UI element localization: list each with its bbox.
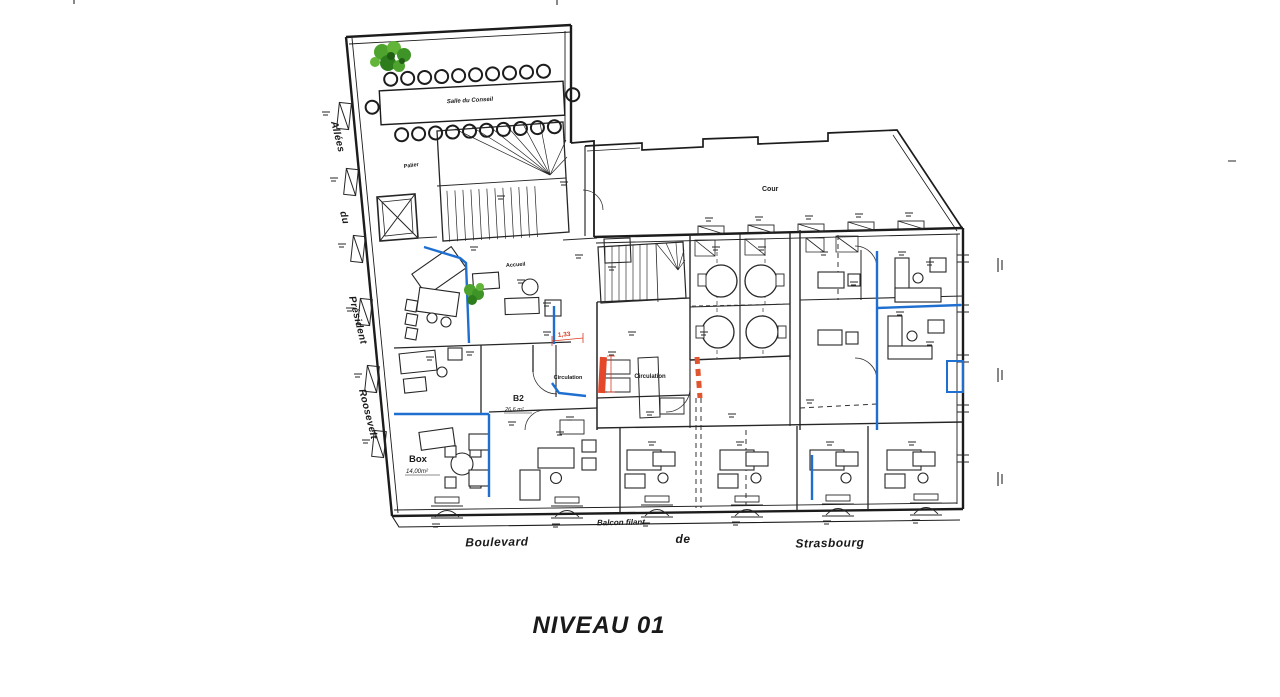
demolition-red — [551, 333, 703, 399]
office-desks — [398, 257, 947, 501]
main-staircase — [436, 121, 570, 242]
interior-walls — [393, 230, 964, 512]
plants — [370, 41, 484, 305]
room-label-salle-du-conseil: Salle du Conseil — [447, 97, 494, 105]
north-windows — [697, 220, 925, 235]
new-partitions-blue — [394, 245, 964, 500]
west-shutters — [336, 101, 387, 459]
street-du: du — [337, 210, 351, 225]
dimension-133: 1,33 — [558, 331, 572, 339]
conference-room-furniture — [364, 63, 581, 143]
street-allees: Allées — [328, 119, 347, 154]
red-door-leaf — [598, 356, 607, 394]
street-boulevard: Boulevard — [465, 534, 529, 549]
round-tables — [695, 264, 787, 349]
room-label-palier: Palier — [403, 162, 420, 170]
room-label-circulation-a: Circulation — [554, 375, 583, 381]
room-area-box: 14,00m² — [406, 469, 429, 475]
street-roosevelt: Roosevelt — [356, 388, 379, 441]
windows — [336, 101, 969, 519]
elevator-shaft — [376, 193, 419, 242]
street-de: de — [675, 532, 690, 546]
room-label-b2: B2 — [513, 393, 524, 403]
plant-icon-large — [370, 41, 411, 72]
street-strasbourg: Strasbourg — [795, 535, 864, 550]
balcon-filant-label: Balcon filant — [597, 518, 645, 528]
street-president: Président — [346, 295, 369, 346]
room-label-box: Box — [409, 454, 428, 465]
south-bays — [431, 493, 942, 519]
room-area-b2: 26,6 m² — [504, 407, 524, 413]
annotation-smudges — [73, 0, 1236, 528]
room-label-circulation-b: Circulation — [634, 374, 666, 380]
conference-chairs — [364, 63, 581, 143]
conference-table — [378, 80, 566, 126]
secondary-staircase — [597, 241, 687, 304]
plant-icon-small — [464, 283, 484, 305]
courtyard-outline — [584, 129, 963, 236]
room-label-accueil: Accueil — [506, 262, 526, 269]
room-label-cour: Cour — [762, 186, 779, 193]
drawing-title: NIVEAU 01 — [532, 612, 665, 639]
